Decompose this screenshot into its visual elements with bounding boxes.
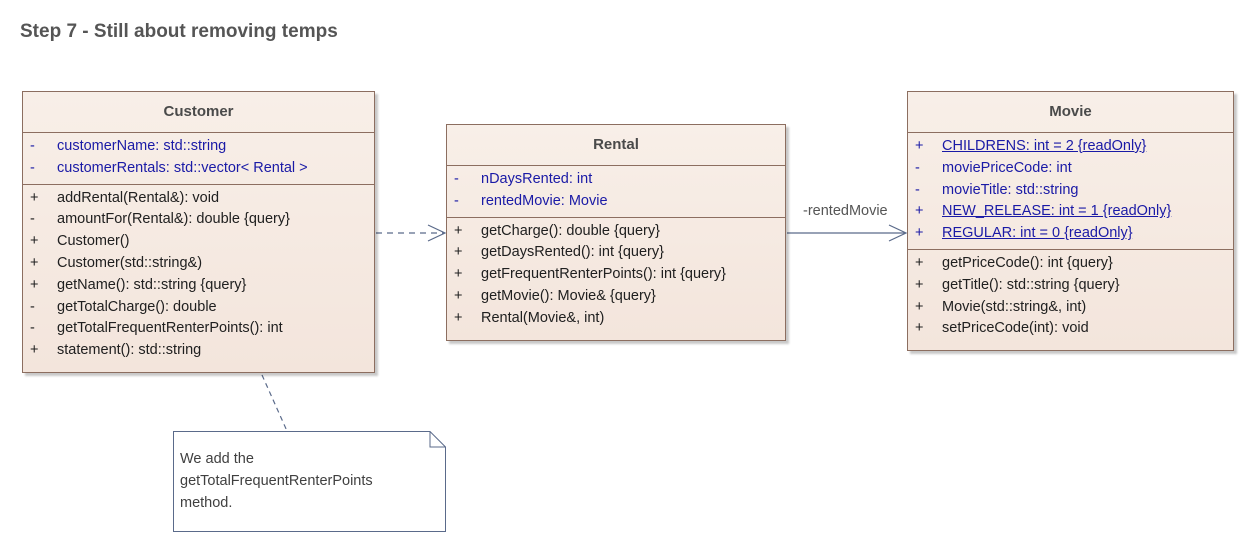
operation-text: Movie(std::string&, int) (942, 298, 1087, 315)
visibility-marker: - (30, 320, 35, 337)
class-name: Movie (908, 92, 1233, 133)
operation[interactable]: + getName(): std::string {query} (23, 275, 374, 297)
visibility-marker: + (30, 189, 39, 206)
operation[interactable]: + setPriceCode(int): void (908, 318, 1233, 340)
operation-text: getMovie(): Movie& {query} (481, 287, 656, 304)
visibility-marker: + (30, 276, 39, 293)
visibility-marker: - (30, 298, 35, 315)
operation-text: amountFor(Rental&): double {query} (57, 211, 290, 228)
operation-text: getDaysRented(): int {query} (481, 244, 664, 261)
dependency-arrowhead (427, 224, 447, 242)
operation[interactable]: - getTotalCharge(): double (23, 297, 374, 319)
visibility-marker: + (454, 266, 463, 283)
note-shape (173, 431, 446, 532)
attribute-text: REGULAR: int = 0 {readOnly} (942, 225, 1133, 242)
class-customer[interactable]: Customer - customerName: std::string - c… (22, 91, 375, 373)
visibility-marker: - (454, 192, 459, 209)
attribute-text: customerName: std::string (57, 138, 227, 154)
attribute[interactable]: - customerName: std::string (23, 136, 374, 158)
class-name: Rental (447, 125, 785, 166)
note[interactable]: We add the getTotalFrequentRenterPoints … (173, 431, 446, 532)
operation-text: Customer(std::string&) (57, 254, 203, 271)
attribute-text: CHILDRENS: int = 2 {readOnly} (942, 138, 1147, 154)
visibility-marker: + (915, 203, 924, 220)
visibility-marker: + (915, 138, 924, 154)
operation-text: getCharge(): double {query} (481, 222, 660, 239)
operation-text: Rental(Movie&, int) (481, 309, 605, 326)
attribute[interactable]: - moviePriceCode: int (908, 158, 1233, 180)
class-movie[interactable]: Movie + CHILDRENS: int = 2 {readOnly} - … (907, 91, 1234, 351)
association-arrowhead (888, 224, 908, 242)
visibility-marker: - (454, 171, 459, 187)
attribute-text: customerRentals: std::vector< Rental > (57, 159, 308, 176)
operation-text: getFrequentRenterPoints(): int {query} (481, 266, 727, 283)
visibility-marker: + (454, 244, 463, 261)
operation[interactable]: + statement(): std::string (23, 340, 374, 362)
attribute[interactable]: - rentedMovie: Movie (447, 191, 785, 213)
operation[interactable]: + Movie(std::string&, int) (908, 297, 1233, 319)
attribute[interactable]: - customerRentals: std::vector< Rental > (23, 158, 374, 180)
attribute-text: nDaysRented: int (481, 171, 593, 187)
visibility-marker: - (30, 138, 35, 154)
visibility-marker: + (30, 342, 39, 359)
attributes-compartment: - customerName: std::string - customerRe… (23, 133, 374, 185)
attributes-compartment: - nDaysRented: int - rentedMovie: Movie (447, 166, 785, 218)
operations-compartment: + getPriceCode(): int {query} + getTitle… (908, 250, 1233, 344)
visibility-marker: + (915, 298, 924, 315)
association-label: -rentedMovie (803, 203, 888, 219)
operation[interactable]: - getTotalFrequentRenterPoints(): int (23, 318, 374, 340)
attribute[interactable]: - nDaysRented: int (447, 169, 785, 191)
visibility-marker: + (454, 222, 463, 239)
operation-text: getPriceCode(): int {query} (942, 254, 1113, 271)
operation-text: getTotalFrequentRenterPoints(): int (57, 320, 283, 337)
attribute-text: moviePriceCode: int (942, 159, 1072, 176)
operation[interactable]: + getCharge(): double {query} (447, 221, 785, 243)
visibility-marker: + (454, 287, 463, 304)
visibility-marker: + (915, 254, 924, 271)
visibility-marker: - (915, 159, 920, 176)
operation[interactable]: + addRental(Rental&): void (23, 188, 374, 210)
note-anchor-line (261, 374, 288, 432)
class-name: Customer (23, 92, 374, 133)
page-title: Step 7 - Still about removing temps (20, 21, 338, 42)
attribute-text: NEW_RELEASE: int = 1 {readOnly} (942, 203, 1172, 220)
note-text: We add the getTotalFrequentRenterPoints … (180, 451, 373, 511)
visibility-marker: - (30, 159, 35, 176)
operation-text: getTitle(): std::string {query} (942, 276, 1120, 293)
operation-text: getTotalCharge(): double (57, 298, 217, 315)
operation-text: getName(): std::string {query} (57, 276, 247, 293)
visibility-marker: - (915, 181, 920, 198)
operation[interactable]: + Customer(std::string&) (23, 253, 374, 275)
operation[interactable]: + getMovie(): Movie& {query} (447, 286, 785, 308)
operation[interactable]: + getFrequentRenterPoints(): int {query} (447, 264, 785, 286)
operation-text: addRental(Rental&): void (57, 189, 220, 206)
operation-text: Customer() (57, 233, 130, 250)
visibility-marker: + (30, 254, 39, 271)
operation[interactable]: + Rental(Movie&, int) (447, 308, 785, 330)
visibility-marker: + (915, 276, 924, 293)
operation[interactable]: - amountFor(Rental&): double {query} (23, 209, 374, 231)
operation[interactable]: + Customer() (23, 231, 374, 253)
operation-text: setPriceCode(int): void (942, 320, 1089, 337)
visibility-marker: + (30, 233, 39, 250)
attribute-text: movieTitle: std::string (942, 181, 1079, 198)
visibility-marker: + (915, 320, 924, 337)
static-attribute[interactable]: + NEW_RELEASE: int = 1 {readOnly} (908, 201, 1233, 223)
operations-compartment: + getCharge(): double {query} + getDaysR… (447, 218, 785, 334)
operation-text: statement(): std::string (57, 342, 202, 359)
static-attribute[interactable]: + CHILDRENS: int = 2 {readOnly} (908, 136, 1233, 158)
operations-compartment: + addRental(Rental&): void - amountFor(R… (23, 185, 374, 366)
class-rental[interactable]: Rental - nDaysRented: int - rentedMovie:… (446, 124, 786, 341)
static-attribute[interactable]: + REGULAR: int = 0 {readOnly} (908, 223, 1233, 245)
attribute-text: rentedMovie: Movie (481, 192, 608, 209)
visibility-marker: + (454, 309, 463, 326)
operation[interactable]: + getTitle(): std::string {query} (908, 275, 1233, 297)
operation[interactable]: + getPriceCode(): int {query} (908, 253, 1233, 275)
operation[interactable]: + getDaysRented(): int {query} (447, 242, 785, 264)
visibility-marker: + (915, 225, 924, 242)
attributes-compartment: + CHILDRENS: int = 2 {readOnly} - movieP… (908, 133, 1233, 250)
attribute[interactable]: - movieTitle: std::string (908, 180, 1233, 202)
visibility-marker: - (30, 211, 35, 228)
